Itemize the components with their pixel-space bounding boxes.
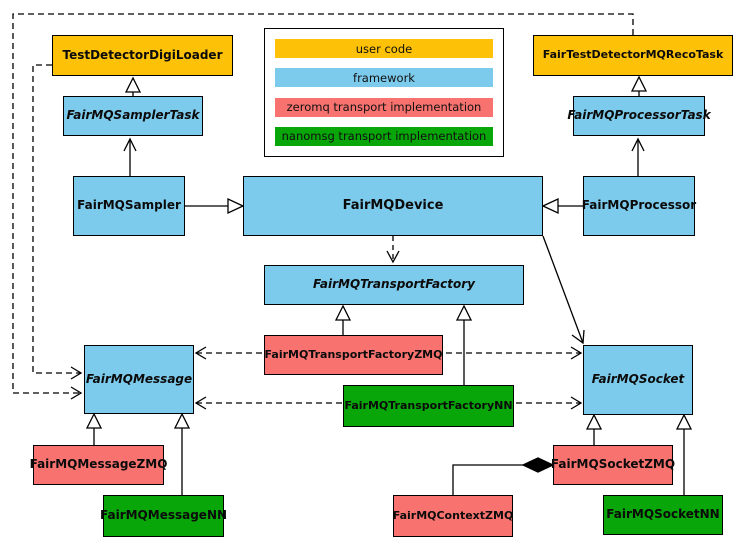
hollow-triangle-icon bbox=[227, 197, 245, 215]
hollow-triangle-icon bbox=[173, 412, 191, 429]
hollow-triangle-icon bbox=[85, 412, 103, 429]
node-fairmqprocessor: FairMQProcessor bbox=[582, 176, 696, 236]
open-arrowhead-icon bbox=[123, 137, 137, 152]
open-arrowhead-icon bbox=[70, 386, 83, 400]
arrow-device-to-socket bbox=[542, 235, 585, 345]
node-fairmqtransportfactory: FairMQTransportFactory bbox=[264, 265, 524, 305]
arrow-processor-to-device bbox=[541, 197, 583, 215]
legend: user code framework zeromq transport imp… bbox=[264, 28, 504, 157]
inheritance-socketnn bbox=[675, 413, 693, 495]
node-fairmqmessagezmq: FairMQMessageZMQ bbox=[30, 445, 167, 485]
node-fairmqsamplertask: FairMQSamplerTask bbox=[63, 96, 203, 136]
legend-item-zeromq: zeromq transport implementation bbox=[275, 97, 493, 117]
inheritance-processortask-recotask bbox=[630, 75, 648, 96]
inheritance-samplertask-digiloader bbox=[124, 76, 142, 96]
legend-item-framework: framework bbox=[275, 68, 493, 88]
hollow-triangle-icon bbox=[334, 304, 352, 321]
node-fairmqsocketnn: FairMQSocketNN bbox=[603, 495, 723, 535]
hollow-triangle-icon bbox=[455, 304, 473, 321]
node-fairmqtransportfactoryzmq: FairMQTransportFactoryZMQ bbox=[264, 335, 443, 375]
node-fairtestdetectormqrecotask: FairTestDetectorMQRecoTask bbox=[533, 35, 733, 76]
node-fairmqprocessortask: FairMQProcessorTask bbox=[567, 96, 711, 136]
legend-item-nanomsg: nanomsg transport implementation bbox=[275, 126, 493, 146]
node-fairmqsocket: FairMQSocket bbox=[583, 345, 693, 415]
inheritance-factoryzmq bbox=[334, 304, 352, 335]
arrow-sampler-to-samplertask bbox=[123, 137, 137, 176]
node-fairmqmessage: FairMQMessage bbox=[84, 345, 194, 414]
hollow-triangle-icon bbox=[630, 75, 648, 92]
open-arrowhead-icon bbox=[631, 137, 645, 152]
inheritance-socketzmq bbox=[585, 413, 603, 445]
arrow-processor-to-processortask bbox=[631, 137, 645, 176]
node-fairmqmessagenn: FairMQMessageNN bbox=[100, 495, 227, 537]
dashed-dependency-recotask-to-message bbox=[12, 13, 634, 400]
open-arrowhead-icon bbox=[194, 396, 207, 410]
dashed-dependency-digiloader-to-message bbox=[32, 64, 83, 380]
open-arrowhead-icon bbox=[571, 329, 585, 345]
node-testdetectordigiloader: TestDetectorDigiLoader bbox=[52, 35, 233, 76]
node-fairmqsampler: FairMQSampler bbox=[73, 176, 185, 236]
arrow-sampler-to-device bbox=[185, 197, 245, 215]
node-fairmqdevice: FairMQDevice bbox=[243, 176, 543, 236]
hollow-triangle-icon bbox=[124, 76, 142, 93]
legend-item-user-code: user code bbox=[275, 39, 493, 59]
hollow-triangle-icon bbox=[541, 197, 559, 215]
open-arrowhead-icon bbox=[70, 366, 83, 380]
node-fairmqsocketzmq: FairMQSocketZMQ bbox=[551, 445, 675, 485]
open-arrowhead-icon bbox=[570, 346, 583, 360]
hollow-triangle-icon bbox=[675, 413, 693, 430]
inheritance-factorynn bbox=[455, 304, 473, 385]
dashed-dependency-device-to-factory bbox=[386, 236, 400, 264]
node-fairmqtransportfactorynn: FairMQTransportFactoryNN bbox=[343, 385, 514, 427]
hollow-triangle-icon bbox=[585, 413, 603, 430]
open-arrowhead-icon bbox=[570, 396, 583, 410]
filled-diamond-icon bbox=[521, 457, 555, 473]
inheritance-messagenn bbox=[173, 412, 191, 495]
inheritance-messagezmq bbox=[85, 412, 103, 445]
composition-contextzmq-socketzmq bbox=[452, 457, 555, 495]
node-fairmqcontextzmq: FairMQContextZMQ bbox=[393, 495, 513, 537]
open-arrowhead-icon bbox=[194, 346, 207, 360]
open-arrowhead-icon bbox=[386, 250, 400, 264]
